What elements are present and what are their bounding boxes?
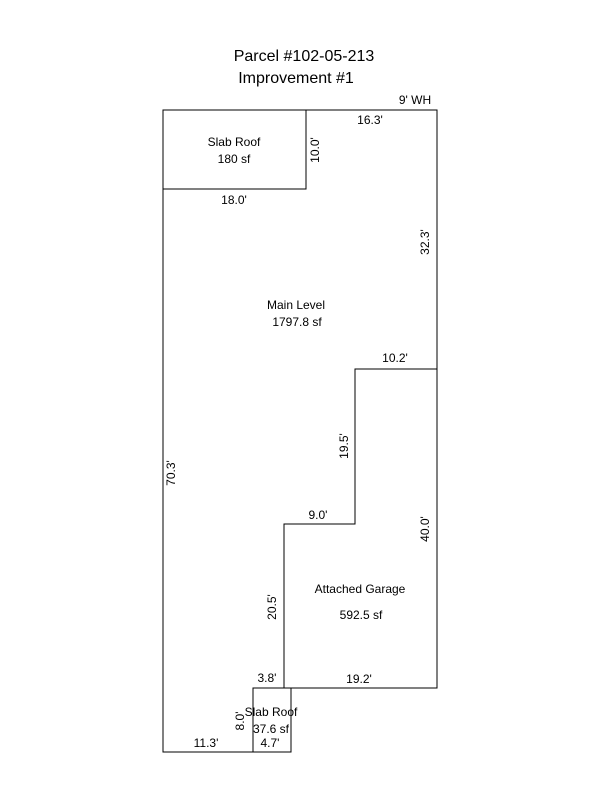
improvement-title: Improvement #1 bbox=[238, 70, 354, 87]
dim-garage-left: 20.5' bbox=[265, 594, 279, 620]
dim-slab-bottom-depth: 8.0' bbox=[233, 712, 247, 731]
dim-right-upper: 32.3' bbox=[418, 229, 432, 255]
garage-boundary bbox=[283, 368, 437, 688]
slab-roof-bottom-name: Slab Roof bbox=[245, 705, 298, 719]
building-perimeter bbox=[162, 109, 438, 753]
dim-slab-top-depth: 10.0' bbox=[308, 137, 322, 163]
garage-name: Attached Garage bbox=[315, 582, 406, 596]
main-level-name: Main Level bbox=[267, 298, 325, 312]
slab-roof-top-area: 180 sf bbox=[218, 152, 251, 166]
slab-roof-bottom-area: 37.6 sf bbox=[253, 722, 290, 736]
main-level-outline bbox=[162, 109, 438, 752]
main-level-area: 1797.8 sf bbox=[272, 315, 322, 329]
slab-roof-top-name: Slab Roof bbox=[208, 135, 261, 149]
dim-slab-bottom-width: 4.7' bbox=[261, 736, 280, 750]
dim-garage-right: 40.0' bbox=[418, 516, 432, 542]
dim-step-lower: 9.0' bbox=[309, 508, 328, 522]
dim-left-side: 70.3' bbox=[164, 460, 178, 486]
dim-slab-top-width: 18.0' bbox=[221, 193, 247, 207]
dim-bottom-left: 11.3' bbox=[194, 736, 219, 750]
slab-roof-top-outline bbox=[163, 110, 307, 190]
dim-top-right-width: 16.3' bbox=[357, 113, 383, 127]
dim-garage-bottom: 19.2' bbox=[346, 672, 372, 686]
garage-area: 592.5 sf bbox=[340, 608, 383, 622]
dim-garage-bottom-left: 3.8' bbox=[258, 671, 277, 685]
dim-step-vertical: 19.5' bbox=[337, 433, 351, 459]
dim-step-upper: 10.2' bbox=[382, 351, 408, 365]
dim-wh: 9' WH bbox=[399, 93, 431, 107]
parcel-title: Parcel #102-05-213 bbox=[234, 48, 375, 65]
slab-roof-bottom-outline bbox=[252, 687, 291, 752]
